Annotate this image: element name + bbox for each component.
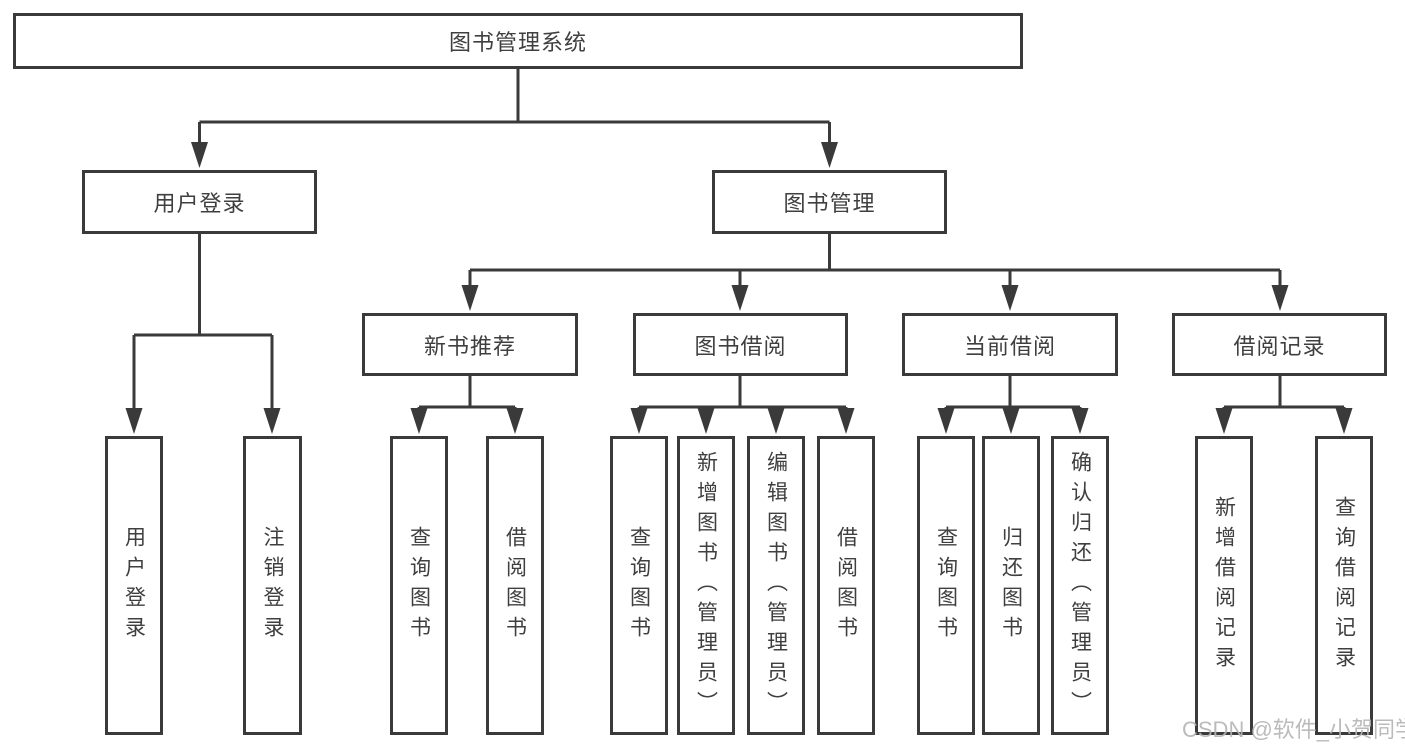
arrowhead-icon <box>937 408 955 434</box>
node-label-root: 图书管理系统 <box>448 30 587 55</box>
node-borrowing-records: 借阅记录 <box>1172 313 1387 376</box>
arrowhead-icon <box>1335 408 1353 434</box>
arrowhead-icon <box>837 408 855 434</box>
arrowhead-icon <box>697 408 715 434</box>
node-label-leaf-nbr-borrow-books: 借阅图书 <box>503 525 527 646</box>
arrowhead-icon <box>1001 285 1019 311</box>
arrowhead-icon <box>1271 285 1289 311</box>
arrowhead-icon <box>191 142 208 168</box>
arrowhead-icon <box>125 408 143 434</box>
node-label-new-book-recommend: 新书推荐 <box>423 333 516 359</box>
arrowhead-icon <box>731 285 749 311</box>
node-label-leaf-bb-query-books: 查询图书 <box>627 525 651 646</box>
node-label-leaf-br-add-record: 新增借阅记录 <box>1212 495 1236 676</box>
arrowhead-icon <box>1215 408 1233 434</box>
node-root: 图书管理系统 <box>13 13 1023 69</box>
node-book-management: 图书管理 <box>712 170 947 234</box>
arrowhead-icon <box>767 408 785 434</box>
node-label-book-borrowing: 图书借阅 <box>694 333 787 359</box>
node-label-leaf-cb-confirm-return: 确认归还（管理员） <box>1068 450 1092 721</box>
node-leaf-nbr-query-books: 查询图书 <box>390 436 448 735</box>
connector-new-book-recommend-children <box>410 376 524 434</box>
node-user-login: 用户登录 <box>82 170 317 234</box>
arrowhead-icon <box>410 408 428 434</box>
node-label-current-borrowing: 当前借阅 <box>963 333 1056 359</box>
node-leaf-bb-add-books: 新增图书（管理员） <box>677 436 735 735</box>
node-leaf-logout: 注销登录 <box>243 436 302 735</box>
node-label-leaf-bb-borrow-books: 借阅图书 <box>834 525 858 646</box>
node-leaf-nbr-borrow-books: 借阅图书 <box>486 436 544 735</box>
node-book-borrowing: 图书借阅 <box>633 313 848 376</box>
node-leaf-br-query-record: 查询借阅记录 <box>1315 436 1373 735</box>
connector-user-login-children <box>125 234 281 434</box>
watermark: CSDN @软件_小贺同学 <box>1182 717 1405 742</box>
node-label-leaf-user-login: 用户登录 <box>122 525 146 646</box>
node-leaf-user-login: 用户登录 <box>105 436 163 735</box>
node-label-leaf-bb-add-books: 新增图书（管理员） <box>694 450 718 721</box>
arrowhead-icon <box>263 408 281 434</box>
node-label-leaf-nbr-query-books: 查询图书 <box>407 525 431 646</box>
arrowhead-icon <box>630 408 648 434</box>
node-leaf-bb-query-books: 查询图书 <box>610 436 668 735</box>
node-new-book-recommend: 新书推荐 <box>362 313 578 376</box>
node-leaf-cb-query-books: 查询图书 <box>917 436 975 735</box>
connector-book-borrowing-children <box>630 376 855 434</box>
node-label-leaf-bb-edit-books: 编辑图书（管理员） <box>764 450 788 721</box>
arrowhead-icon <box>506 408 524 434</box>
arrowhead-icon <box>821 142 838 168</box>
node-label-leaf-logout: 注销登录 <box>261 525 284 646</box>
connector-borrowing-records-children <box>1215 376 1353 434</box>
node-label-user-login: 用户登录 <box>153 191 246 216</box>
node-label-leaf-cb-return-books: 归还图书 <box>999 525 1023 646</box>
node-current-borrowing: 当前借阅 <box>902 313 1118 376</box>
connector-root-to-level2 <box>191 69 838 168</box>
arrowhead-icon <box>1002 408 1020 434</box>
node-label-leaf-cb-query-books: 查询图书 <box>934 525 958 646</box>
node-label-book-management: 图书管理 <box>783 191 876 216</box>
node-leaf-bb-borrow-books: 借阅图书 <box>817 436 875 735</box>
arrowhead-icon <box>1071 408 1089 434</box>
connector-book-management-children <box>461 234 1289 311</box>
node-label-borrowing-records: 借阅记录 <box>1233 333 1326 359</box>
node-leaf-cb-confirm-return: 确认归还（管理员） <box>1051 436 1109 735</box>
node-leaf-br-add-record: 新增借阅记录 <box>1195 436 1253 735</box>
connector-current-borrowing-children <box>937 376 1089 434</box>
node-leaf-bb-edit-books: 编辑图书（管理员） <box>747 436 805 735</box>
node-leaf-cb-return-books: 归还图书 <box>982 436 1040 735</box>
arrowhead-icon <box>461 285 479 311</box>
node-label-leaf-br-query-record: 查询借阅记录 <box>1332 495 1356 676</box>
